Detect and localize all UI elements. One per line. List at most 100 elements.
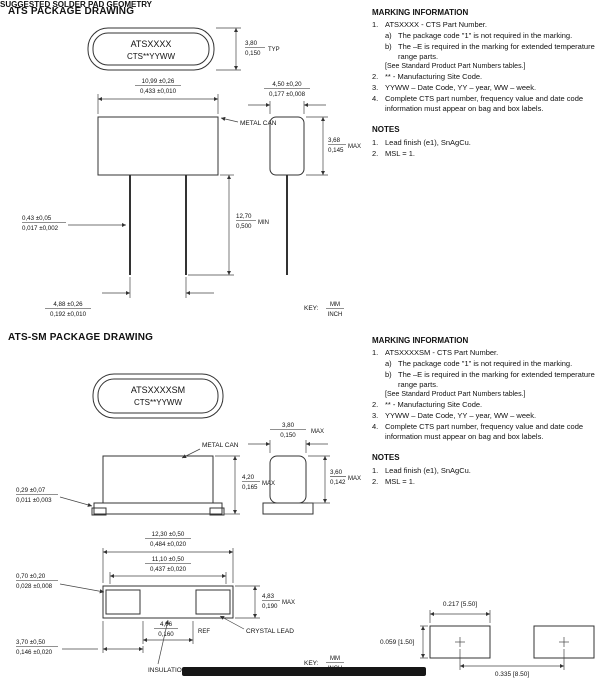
ats-side-view — [97, 116, 219, 275]
dim-length-inch: 0,433 ±0,010 — [140, 88, 177, 95]
dim-sm-lip-mm: 0,29 ±0,07 — [16, 487, 46, 494]
dim-sm-offset-inch: 0,146 ±0,020 — [16, 649, 53, 656]
dim-lead-length-suffix: MIN — [258, 220, 269, 226]
dim-lead-dia-mm: 0,43 ±0,05 — [22, 215, 52, 222]
dim-solder-pad-pitch: 0.335 [8.50] — [459, 649, 565, 678]
dim-sm-base-length-mm: 12,30 ±0,50 — [152, 531, 185, 538]
marking-item-1a: a) The package code "1" is not required … — [385, 31, 573, 41]
dim-sm-lead-offset: 3,70 ±0,50 0,146 ±0,020 — [16, 621, 144, 656]
crystal-lead-label-text: CRYSTAL LEAD — [246, 628, 294, 635]
dim-sm-end-height-mm: 3,60 — [330, 469, 343, 476]
sm-bottom-pad-left — [105, 589, 141, 615]
ats-end-view — [269, 116, 305, 275]
ats-sm-end-view — [262, 455, 314, 515]
dim-sm-thickness-mm: 3,80 — [282, 422, 295, 429]
dim-width-mm: 4,50 ±0,20 — [272, 81, 302, 88]
dim-lead-length-inch: 0,500 — [236, 223, 252, 230]
dim-solder-pad-height: 0.059 [1.50] — [380, 625, 428, 659]
sm-top-view-outline — [92, 373, 224, 419]
ats-sm-side-view — [91, 455, 225, 516]
marking-info-ats: MARKING INFORMATION 1. ATSXXXX - CTS Par… — [372, 8, 598, 159]
notes-heading: NOTES — [372, 125, 400, 135]
marking-info-ats-sm: MARKING INFORMATION 1. ATSXXXXSM - CTS P… — [372, 336, 598, 487]
notes-ats-sm: NOTES 1. Lead finish (e1), SnAgCu. 2. MS… — [372, 453, 598, 486]
dim-sm-end-height-inch: 0,142 — [330, 479, 346, 486]
insulation-base-label-text: INSULATION BASE — [148, 667, 206, 674]
dim-height-suffix: MAX — [348, 144, 361, 150]
top-view-outline — [87, 27, 215, 71]
dim-lead-spacing-mm: 4,88 ±0,26 — [53, 301, 83, 308]
dim-sm-base-lip: 0,29 ±0,07 0,011 ±0,003 — [16, 487, 93, 507]
dim-lead-spacing-inch: 0,192 ±0,010 — [50, 311, 87, 318]
marking-item-2: 2. ** - Manufacturing Site Code. — [372, 72, 483, 82]
footer-bar — [182, 667, 426, 676]
sm-note-item-1: 1. Lead finish (e1), SnAgCu. — [372, 465, 471, 475]
sm-marking-item-1a: a) The package code "1" is not required … — [385, 359, 573, 369]
sm-end-view-outline — [269, 455, 307, 504]
key-inch: INCH — [328, 312, 343, 318]
section-title-ats: ATS PACKAGE DRAWING — [8, 6, 135, 17]
dim-sm-offset-mm: 3,70 ±0,50 — [16, 639, 46, 646]
sm-key-mm: MM — [330, 656, 340, 662]
dim-sm-ref-suffix: REF — [198, 629, 210, 635]
key-mm: MM — [330, 302, 340, 308]
top-view-inner-outline — [92, 32, 210, 66]
dim-sm-can-length: 11,10 ±0,50 0,437 ±0,020 — [109, 556, 227, 584]
dim-length-mm: 10,99 ±0,26 — [142, 78, 175, 85]
ats-top-view: ATSXXXX CTS**YYWW — [87, 27, 215, 71]
ats-sm-package-drawing: ATSXXXXSM CTS**YYWW METAL CAN 4,20 0,165… — [16, 373, 361, 674]
dim-height-inch: 0,145 — [328, 147, 344, 154]
ats-sm-top-view: ATSXXXXSM CTS**YYWW — [92, 373, 224, 419]
marking-item-1: 1. ATSXXXX - CTS Part Number. — [372, 20, 487, 30]
dim-can-length: 10,99 ±0,26 0,433 ±0,010 — [97, 78, 219, 114]
dim-thickness-suffix: TYP — [268, 47, 280, 53]
dim-lead-spacing: 4,88 ±0,26 0,192 ±0,010 — [45, 277, 214, 318]
sm-end-view-base — [262, 502, 314, 515]
sm-lead-foot-left — [91, 507, 107, 516]
dim-sm-end-height-suffix: MAX — [348, 476, 361, 482]
key-label: KEY: — [304, 305, 319, 312]
dim-sm-can-length-mm: 11,10 ±0,50 — [152, 556, 185, 563]
dim-can-thickness: 3,80 0,150 TYP — [216, 27, 280, 71]
dim-solder-pitch-text: 0.335 [8.50] — [495, 671, 530, 678]
sm-insulation-base-outline — [93, 502, 223, 515]
dim-sm-base-height: 4,83 0,190 MAX — [235, 585, 295, 619]
dim-thickness-mm: 3,80 — [245, 40, 258, 47]
metal-can-label: METAL CAN — [220, 116, 277, 127]
metal-can-label-text: METAL CAN — [240, 120, 277, 127]
sm-notes-heading: NOTES — [372, 453, 400, 463]
sm-marking-item-2: 2. ** - Manufacturing Site Code. — [372, 400, 483, 410]
marking-item-4: 4. Complete CTS part number, frequency v… — [372, 93, 584, 113]
marking-item-3: 3. YYWW – Date Code, YY – year, WW – wee… — [372, 83, 537, 93]
sm-marking-item-4: 4. Complete CTS part number, frequency v… — [372, 421, 584, 441]
dim-lead-length: 12,70 0,500 MIN — [188, 174, 269, 276]
key-note-mm-inch: KEY: MM INCH — [304, 302, 344, 318]
dim-sm-lead-width-inch: 0,028 ±0,008 — [16, 583, 53, 590]
sm-bottom-outline — [102, 585, 234, 619]
sm-marking-bracket-note: [See Standard Product Part Numbers table… — [385, 391, 526, 399]
dim-sm-lip-inch: 0,011 ±0,003 — [16, 497, 52, 504]
sm-note-item-2: 2. MSL = 1. — [372, 476, 415, 486]
sm-key-label: KEY: — [304, 660, 319, 667]
ats-package-drawing: ATSXXXX CTS**YYWW 3,80 0,150 TYP 10,99 ±… — [22, 27, 361, 318]
dim-sm-height-inch: 0,165 — [242, 484, 258, 491]
dim-sm-height-mm: 4,20 — [242, 474, 255, 481]
crystal-lead-label: CRYSTAL LEAD — [219, 615, 294, 635]
dim-sm-base-length-inch: 0,484 ±0,020 — [150, 541, 187, 548]
dim-sm-base-height-suffix: MAX — [282, 600, 295, 606]
dim-sm-lead-width: 0,70 ±0,20 0,028 ±0,008 — [16, 573, 105, 594]
dim-sm-thickness: 3,80 0,150 MAX — [248, 422, 328, 453]
dim-lead-dia-inch: 0,017 ±0,002 — [22, 225, 59, 232]
dim-sm-base-height-inch: 0,190 — [262, 603, 278, 610]
dim-can-height: 3,68 0,145 MAX — [306, 116, 361, 176]
metal-can-outline — [97, 116, 219, 176]
dim-height-mm: 3,68 — [328, 137, 341, 144]
marking-bracket-note: [See Standard Product Part Numbers table… — [385, 63, 526, 71]
section-title-ats-sm: ATS-SM PACKAGE DRAWING — [8, 332, 154, 343]
sm-marking-line-2: CTS**YYWW — [134, 398, 182, 407]
solder-pad-heading: SUGGESTED SOLDER PAD GEOMETRY — [0, 0, 153, 9]
sm-lead-foot-right — [209, 507, 225, 516]
dim-lead-length-mm: 12,70 — [236, 213, 252, 220]
marking-line-2: CTS**YYWW — [127, 52, 175, 61]
marking-line-1: ATSXXXX — [131, 39, 172, 49]
